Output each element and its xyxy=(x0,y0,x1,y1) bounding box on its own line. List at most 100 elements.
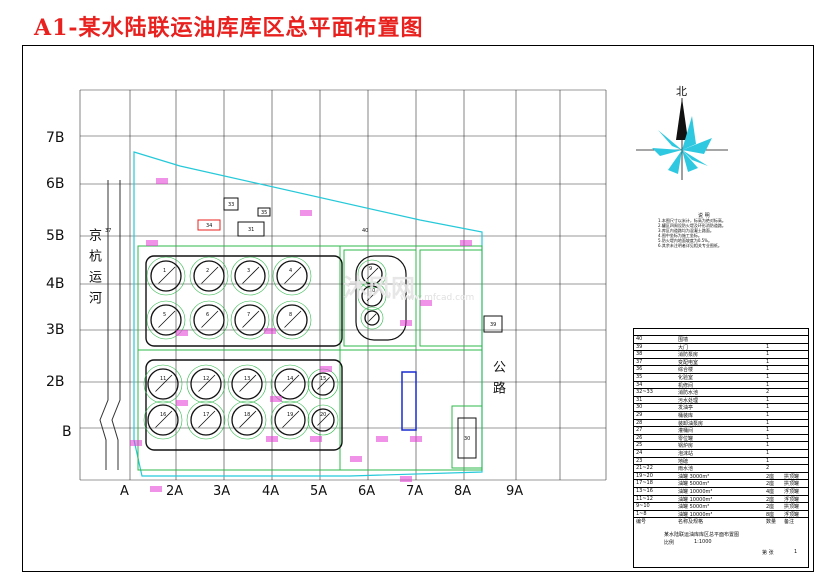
table-row: 40 围墙 xyxy=(634,335,808,344)
tank-pipe xyxy=(158,266,176,284)
col-label: 5A xyxy=(310,484,328,499)
table-cell: 锅炉房 xyxy=(678,443,694,450)
tank-number: 15 xyxy=(320,376,326,382)
table-cell: 1 xyxy=(766,351,770,358)
table-row: 30 发油亭 1 xyxy=(634,403,808,412)
coordinate-mark xyxy=(156,178,168,184)
tank-pipe xyxy=(242,310,260,328)
tank-number: 12 xyxy=(203,376,209,382)
table-cell: 油罐 5000m³ xyxy=(678,481,710,488)
table-row: 23 地磅 1 xyxy=(634,456,808,466)
col-label: 8A xyxy=(454,484,472,499)
building-number: 34 xyxy=(206,223,212,229)
col-label: 6A xyxy=(358,484,376,499)
building-number: 39 xyxy=(490,322,496,328)
oil-tank xyxy=(147,404,179,436)
table-cell: 24 xyxy=(636,450,643,456)
tank-pipe xyxy=(282,410,300,428)
table-cell: 消防泵房 xyxy=(678,352,699,359)
table-cell: 27 xyxy=(636,427,643,434)
tank-fire-ring xyxy=(227,400,267,440)
note-line: 3.库区内道路均为混凝土路面。 xyxy=(658,228,714,233)
table-cell: 围墙 xyxy=(678,337,689,343)
tank-number: 14 xyxy=(287,376,293,382)
tank-number: 4 xyxy=(289,268,292,274)
table-cell: 发油亭 xyxy=(678,405,694,412)
tank-pipe xyxy=(366,289,379,302)
tank-pipe xyxy=(368,313,377,322)
building-number: 40 xyxy=(362,228,368,234)
table-cell: 1 xyxy=(766,404,770,411)
coordinate-mark xyxy=(176,400,188,406)
oil-tank xyxy=(193,260,225,292)
oil-tank xyxy=(364,310,380,326)
coordinate-mark xyxy=(150,486,162,492)
table-header-cell: 备注 xyxy=(784,519,795,526)
tank-fire-ring xyxy=(143,364,183,404)
building-number: 31 xyxy=(248,227,254,233)
table-cell: 1 xyxy=(766,419,770,426)
table-cell: 1 xyxy=(766,343,770,350)
tank-fire-ring xyxy=(357,281,387,311)
tank-pipe xyxy=(284,310,302,328)
watermark: 沐风网 xyxy=(343,274,415,302)
table-cell: 30 xyxy=(636,404,643,411)
table-cell: 1 xyxy=(766,358,770,365)
tank-pipe xyxy=(317,377,330,390)
roads xyxy=(137,245,483,471)
tank-fire-ring xyxy=(272,256,312,296)
coordinate-mark xyxy=(264,328,276,334)
col-label: 3A xyxy=(213,484,231,499)
row-label: 2B xyxy=(46,374,65,390)
tank-number: 6 xyxy=(206,312,209,318)
coordinate-mark xyxy=(460,240,472,246)
tank-number: 3 xyxy=(247,268,250,274)
row-label: 7B xyxy=(46,130,65,146)
table-cell: 油罐 10000m³ xyxy=(678,496,713,503)
table-cell: 地磅 xyxy=(678,458,689,465)
table-cell: 29 xyxy=(636,412,643,418)
col-label: 2A xyxy=(166,484,184,499)
table-cell: 13~16 xyxy=(636,488,653,494)
tank-number: 19 xyxy=(287,412,293,418)
tank-dike-small xyxy=(355,255,407,341)
scale-value: 1:1000 xyxy=(694,539,712,545)
table-cell: 综合楼 xyxy=(678,367,694,374)
table-cell: 19~20 xyxy=(636,472,653,479)
table-cell: 2座 xyxy=(766,481,775,488)
tank-pipe xyxy=(366,267,379,280)
tank-fire-ring xyxy=(360,306,384,330)
coordinate-mark xyxy=(130,440,142,446)
drawing-title: A1-某水陆联运油库库区总平面布置图 xyxy=(34,15,424,41)
table-cell: 大门 xyxy=(678,344,689,351)
building xyxy=(257,207,271,217)
table-cell: 34 xyxy=(636,381,643,388)
tank-fire-ring xyxy=(272,300,312,340)
coordinate-mark xyxy=(266,436,278,442)
table-cell: 1 xyxy=(766,457,770,464)
tank-fire-ring xyxy=(143,400,183,440)
table-cell: 浮顶罐 xyxy=(784,489,800,495)
note-line: 2.罐区四周设防火堤及环形消防道路。 xyxy=(658,223,726,228)
oil-tank xyxy=(231,368,263,400)
row-label: 5B xyxy=(46,228,65,244)
table-cell: 拱顶罐 xyxy=(784,473,800,480)
building-number: 37 xyxy=(105,228,111,234)
table-cell: 40 xyxy=(636,336,643,342)
oil-tank xyxy=(147,368,179,400)
oil-tank xyxy=(311,408,335,432)
tank-fire-ring xyxy=(186,400,226,440)
table-cell: 4座 xyxy=(766,489,775,495)
table-cell: 23 xyxy=(636,457,643,464)
